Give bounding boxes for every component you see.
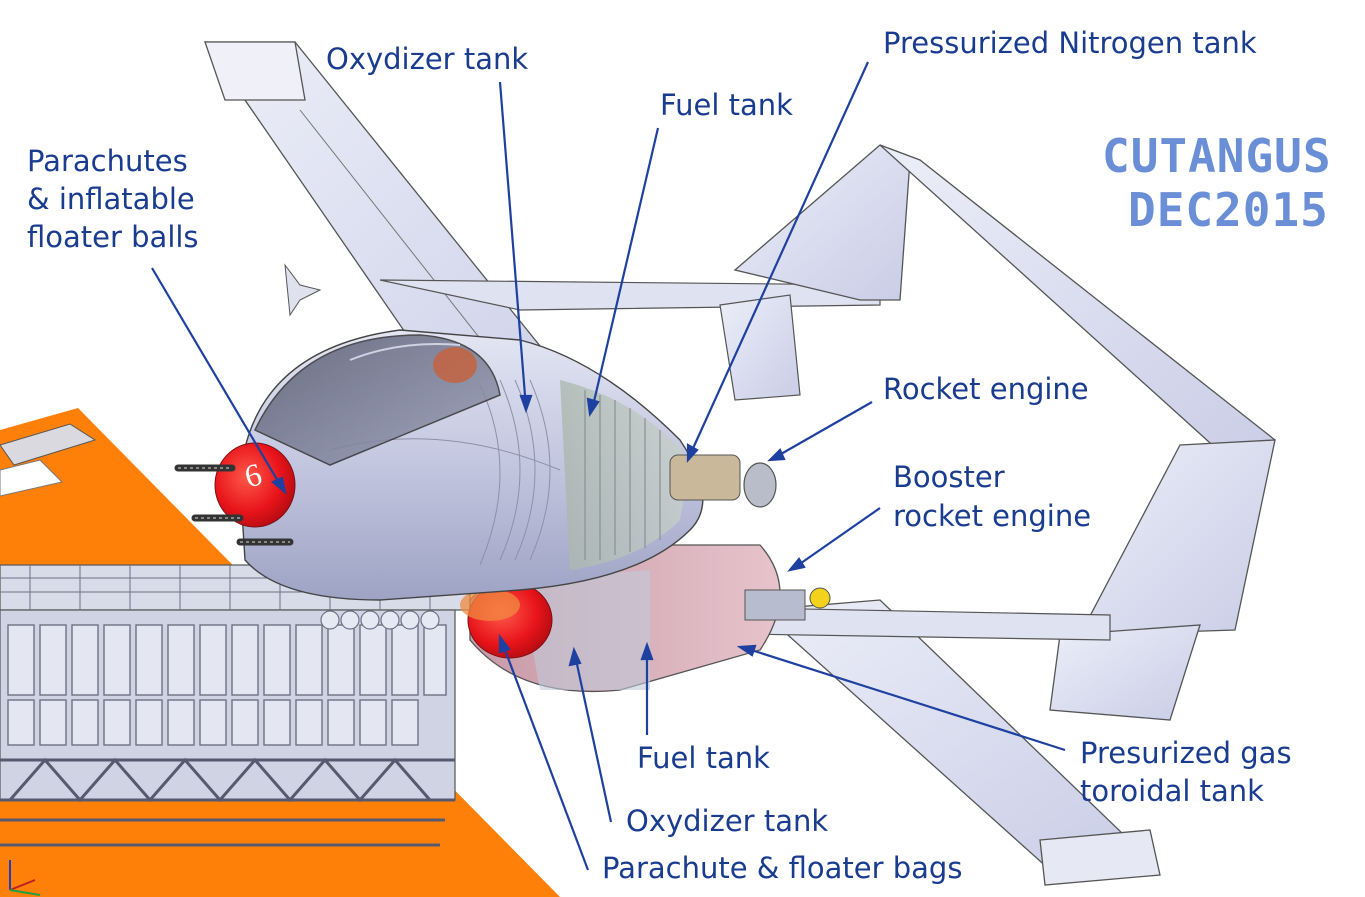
label-rocket-engine: Rocket engine — [883, 372, 1089, 406]
rocket-rail — [0, 564, 471, 896]
label-booster-line1: Booster — [893, 460, 1005, 494]
watermark-line2: DEC2015 — [1128, 183, 1329, 237]
label-oxidizer-tank-bottom: Oxydizer tank — [626, 804, 829, 838]
label-gas-line1: Presurized gas — [1080, 736, 1292, 770]
label-fuel-tank-top: Fuel tank — [660, 88, 793, 122]
fuselage — [174, 263, 777, 601]
label-parachutes-line2: & inflatable — [27, 182, 195, 216]
leader-lines — [151, 61, 1066, 871]
tail-structure — [379, 144, 1277, 721]
label-oxidizer-tank-top: Oxydizer tank — [326, 42, 529, 76]
label-pressurized-nitrogen-tank: Pressurized Nitrogen tank — [883, 26, 1257, 60]
lower-wing — [758, 599, 1161, 886]
watermark-line1: CUTANGUS — [1102, 129, 1332, 183]
label-parachutes-line3: floater balls — [27, 220, 199, 254]
label-parachute-floater-bags: Parachute & floater bags — [602, 851, 963, 885]
label-gas-line2: toroidal tank — [1080, 774, 1264, 808]
label-parachutes-line1: Parachutes — [27, 144, 188, 178]
label-fuel-tank-bottom: Fuel tank — [637, 741, 770, 775]
label-booster-line2: rocket engine — [893, 499, 1092, 533]
